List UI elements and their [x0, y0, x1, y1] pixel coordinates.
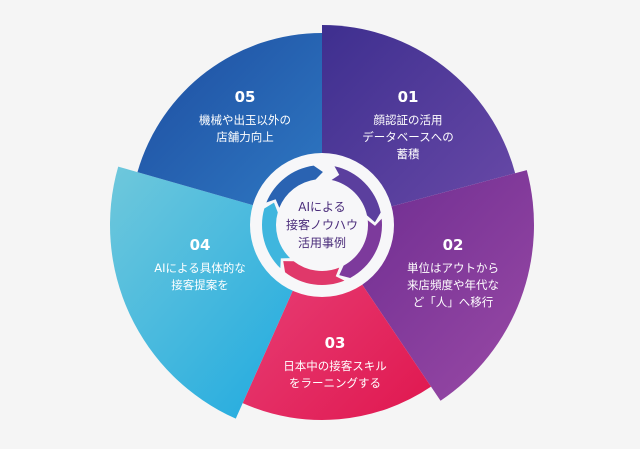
segment-04-label: 04 AIによる具体的な 接客提案を	[110, 236, 290, 294]
segment-text: AIによる具体的な 接客提案を	[154, 261, 246, 292]
cycle-arrow-icon	[331, 166, 381, 223]
segment-number: 05	[234, 88, 256, 106]
cycle-arrow-icon	[339, 218, 382, 278]
center-title: AIによる 接客ノウハウ 活用事例	[285, 200, 358, 250]
segment-01-label: 01 顔認証の活用 データベースへの 蓄積	[318, 88, 498, 163]
cycle-arrow-icon	[283, 261, 345, 285]
segment-text: 顔認証の活用 データベースへの 蓄積	[362, 113, 454, 161]
cycle-arrow-icon	[266, 165, 323, 208]
segment-number: 03	[324, 334, 346, 352]
segment-05-label: 05 機械や出玉以外の 店舗力向上	[155, 88, 335, 146]
segment-02-label: 02 単位はアウトから 来店頻度や年代な ど「人」へ移行	[363, 236, 543, 311]
segment-03-wedge	[242, 225, 432, 420]
segment-number: 02	[442, 236, 464, 254]
segment-number: 04	[189, 236, 211, 254]
segment-03-label: 03 日本中の接客スキル をラーニングする	[245, 334, 425, 392]
segment-text: 機械や出玉以外の 店舗力向上	[199, 113, 291, 144]
cycle-arrow-icon	[262, 202, 291, 269]
segment-text: 単位はアウトから 来店頻度や年代な ど「人」へ移行	[407, 261, 499, 309]
segment-number: 01	[397, 88, 419, 106]
segment-text: 日本中の接客スキル をラーニングする	[283, 359, 387, 390]
